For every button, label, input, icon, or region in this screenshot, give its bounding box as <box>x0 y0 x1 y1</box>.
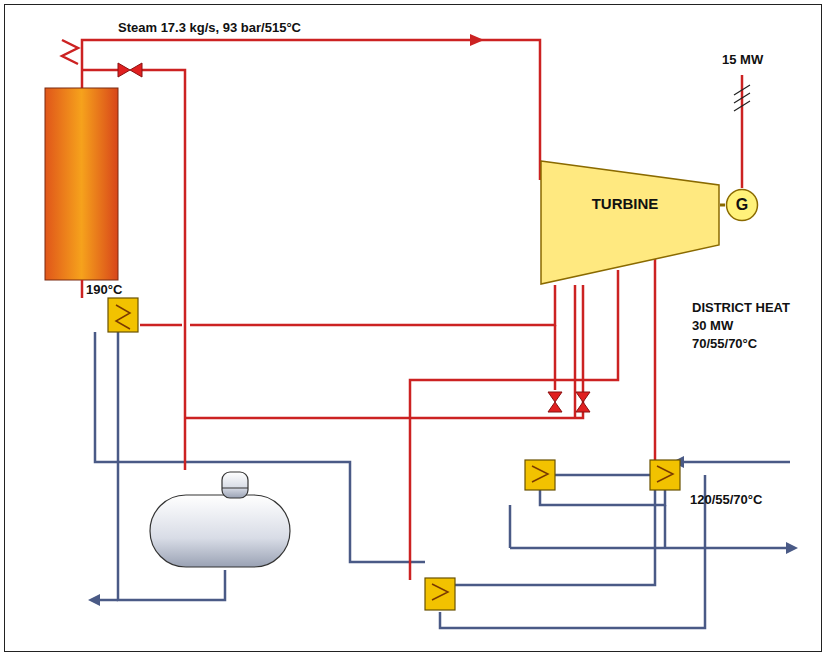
annotation-label: Steam 17.3 kg/s, 93 bar/515°C <box>118 20 301 35</box>
turbine-outline <box>540 160 720 285</box>
annotation-label: DISTRICT HEAT <box>692 300 790 315</box>
generator-node: G <box>725 188 759 222</box>
annotation-label: 120/55/70°C <box>690 492 762 507</box>
node-text: TURBINE <box>592 195 659 212</box>
node-text: G <box>736 196 748 214</box>
annotation-label: 30 MW <box>692 318 733 333</box>
annotation-label: 70/55/70°C <box>692 336 757 351</box>
annotation-label: 190°C <box>86 282 122 297</box>
turbine-node: TURBINE <box>540 160 720 285</box>
annotation-label: 15 MW <box>722 52 763 67</box>
shaft-connector <box>720 204 725 207</box>
